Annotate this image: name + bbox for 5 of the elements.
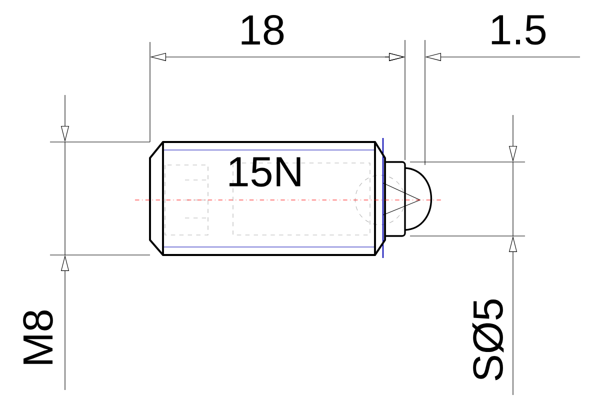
- dimension-text: SØ5: [472, 300, 504, 380]
- dimension-text: 18: [242, 15, 284, 45]
- dimension-text: 1.5: [492, 15, 546, 45]
- dimension-text: M8: [23, 310, 53, 364]
- force-label: 15N: [230, 157, 300, 187]
